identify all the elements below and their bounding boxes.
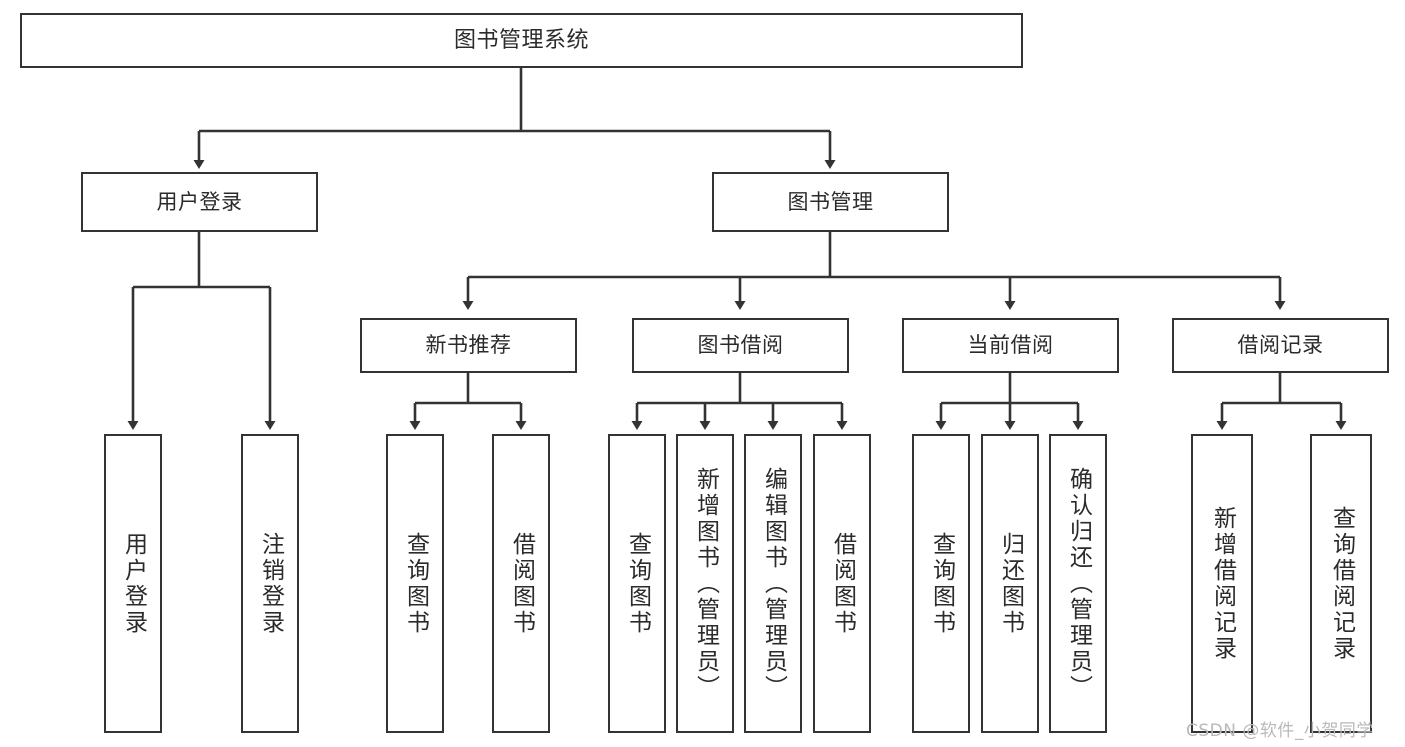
node-label: 查询借阅记录: [1328, 505, 1355, 662]
node-label: 新增图书（管理员）: [692, 466, 719, 701]
leaf-return-book[interactable]: 归还图书: [981, 434, 1039, 733]
node-label: 借阅图书: [829, 531, 856, 636]
node-label: 查询图书: [624, 531, 651, 636]
node-label: 图书借阅: [697, 333, 784, 358]
node-label: 新增借阅记录: [1209, 505, 1236, 662]
node-label: 借阅记录: [1237, 333, 1324, 358]
leaf-logout-login[interactable]: 注销登录: [241, 434, 299, 733]
leaf-edit-book[interactable]: 编辑图书（管理员）: [744, 434, 802, 733]
csdn-watermark: CSDN @软件_小贺同学: [1186, 721, 1374, 741]
leaf-query-book-recommend[interactable]: 查询图书: [386, 434, 444, 733]
leaf-confirm-return[interactable]: 确认归还（管理员）: [1049, 434, 1107, 733]
node-label: 确认归还（管理员）: [1065, 466, 1092, 701]
leaf-add-borrow-record[interactable]: 新增借阅记录: [1191, 434, 1253, 733]
node-label: 当前借阅: [967, 333, 1054, 358]
node-label: 编辑图书（管理员）: [760, 466, 787, 701]
node-new-book-recommend[interactable]: 新书推荐: [360, 318, 577, 373]
node-label: 注销登录: [257, 531, 284, 636]
node-label: 图书管理系统: [453, 27, 589, 53]
node-current-borrow[interactable]: 当前借阅: [902, 318, 1119, 373]
node-root-system[interactable]: 图书管理系统: [20, 13, 1023, 68]
node-label: 查询图书: [928, 531, 955, 636]
leaf-borrow-book-recommend[interactable]: 借阅图书: [492, 434, 550, 733]
leaf-add-book[interactable]: 新增图书（管理员）: [676, 434, 734, 733]
node-book-borrow[interactable]: 图书借阅: [632, 318, 849, 373]
node-user-login[interactable]: 用户登录: [81, 172, 318, 232]
node-label: 新书推荐: [425, 333, 512, 358]
leaf-query-borrow-record[interactable]: 查询借阅记录: [1310, 434, 1372, 733]
node-borrow-record[interactable]: 借阅记录: [1172, 318, 1389, 373]
node-label: 用户登录: [156, 189, 243, 214]
node-label: 用户登录: [120, 531, 147, 636]
node-label: 图书管理: [787, 189, 874, 214]
leaf-query-book-current[interactable]: 查询图书: [912, 434, 970, 733]
node-book-manage[interactable]: 图书管理: [712, 172, 949, 232]
leaf-query-book-borrow[interactable]: 查询图书: [608, 434, 666, 733]
node-label: 借阅图书: [508, 531, 535, 636]
node-label: 查询图书: [402, 531, 429, 636]
leaf-user-login[interactable]: 用户登录: [104, 434, 162, 733]
node-label: 归还图书: [997, 531, 1024, 636]
leaf-borrow-book[interactable]: 借阅图书: [813, 434, 871, 733]
